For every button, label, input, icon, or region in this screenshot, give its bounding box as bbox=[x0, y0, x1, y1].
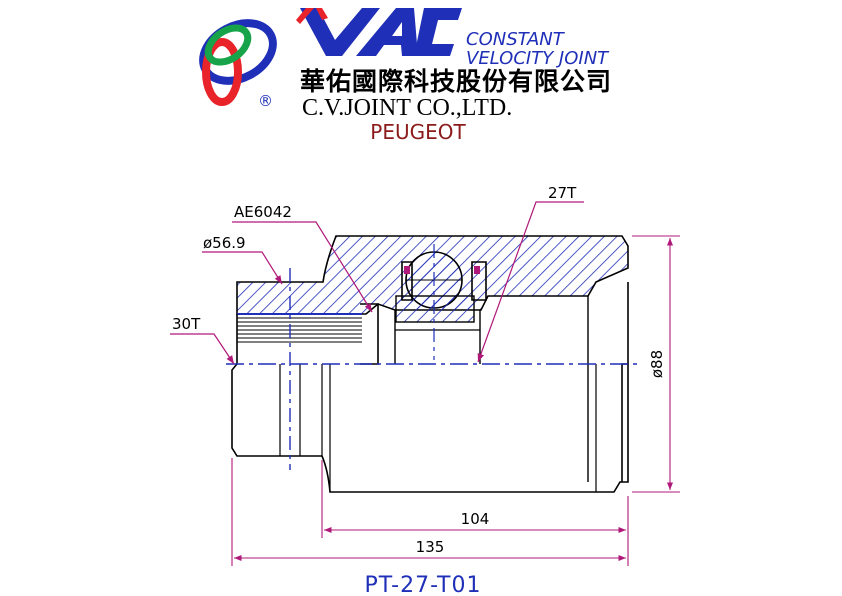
clip-right bbox=[471, 261, 487, 301]
rings-icon bbox=[199, 19, 277, 106]
product-line-2: VELOCITY JOINT bbox=[466, 48, 610, 69]
product-line-1: CONSTANT bbox=[466, 29, 566, 50]
clip-left bbox=[401, 261, 413, 301]
callout-shaft-diameter: ø56.9 bbox=[203, 234, 246, 252]
callout-seal-part: AE6042 bbox=[234, 203, 292, 221]
cv-joint-section bbox=[226, 235, 640, 493]
dimension-body-length: 104 bbox=[461, 510, 490, 528]
leader-lines bbox=[170, 201, 584, 365]
company-name-chinese: 華佑國際科技股份有限公司 bbox=[300, 68, 612, 96]
callout-inner-spline: 27T bbox=[548, 184, 577, 202]
clip-marker-right bbox=[474, 266, 480, 274]
registered-mark: ® bbox=[258, 92, 273, 110]
dimension-overall-length: 135 bbox=[416, 538, 445, 556]
dimension-lines bbox=[231, 235, 680, 566]
part-number: PT-27-T01 bbox=[365, 573, 482, 596]
callout-outer-spline: 30T bbox=[172, 315, 201, 333]
vehicle-make: PEUGEOT bbox=[370, 120, 466, 144]
housing-outline bbox=[231, 314, 629, 493]
spline-teeth bbox=[237, 317, 362, 343]
brand-wordmark-icon bbox=[296, 8, 462, 56]
clip-marker-left bbox=[404, 266, 410, 274]
company-logo: ® CONSTANT VELOCITY JOINT 華佑國際科技股份有限公司 C… bbox=[199, 8, 612, 121]
dimension-outer-diameter: ø88 bbox=[648, 350, 666, 378]
company-name-english: C.V.JOINT CO.,LTD. bbox=[302, 95, 512, 121]
